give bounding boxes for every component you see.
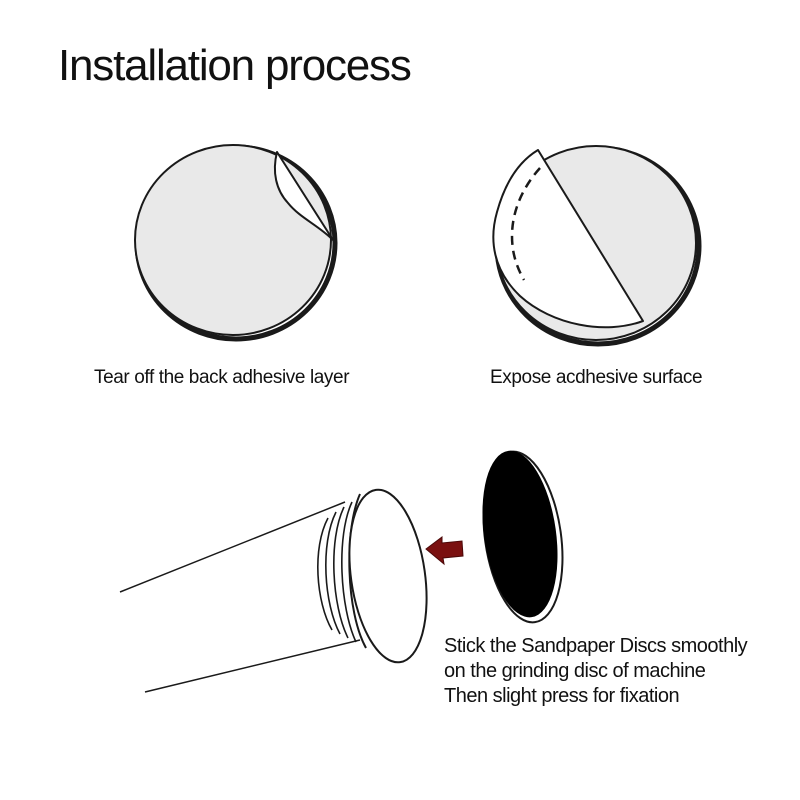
disc-exposed-icon (492, 145, 702, 347)
disc-peel-icon (134, 144, 338, 342)
step3-line-3: Then slight press for fixation (444, 685, 680, 707)
step2-label: Expose acdhesive surface (490, 367, 703, 388)
sandpaper-disc (482, 450, 558, 618)
step3-label: Stick the Sandpaper Discs smoothly on th… (444, 634, 748, 709)
machine-thread-1 (317, 517, 333, 631)
step2-removed-part (492, 149, 644, 329)
machine-pad-icon (119, 450, 564, 693)
step2-dashed-edge (510, 167, 541, 281)
machine-pad-face (348, 488, 428, 664)
step1-peel-flap (273, 151, 334, 241)
machine-thread-4 (341, 501, 357, 643)
machine-thread-3 (333, 506, 349, 639)
step1-disc (134, 144, 332, 336)
page-title: Installation process (58, 41, 412, 90)
machine-shaft-bottom (144, 639, 361, 693)
machine-thread-2 (325, 511, 341, 635)
arrow-icon (425, 536, 464, 566)
step3-line-1: Stick the Sandpaper Discs smoothly (444, 635, 748, 657)
machine-shaft-top (119, 501, 346, 593)
step1-label: Tear off the back adhesive layer (94, 367, 350, 388)
step3-line-2: on the grinding disc of machine (444, 660, 706, 682)
